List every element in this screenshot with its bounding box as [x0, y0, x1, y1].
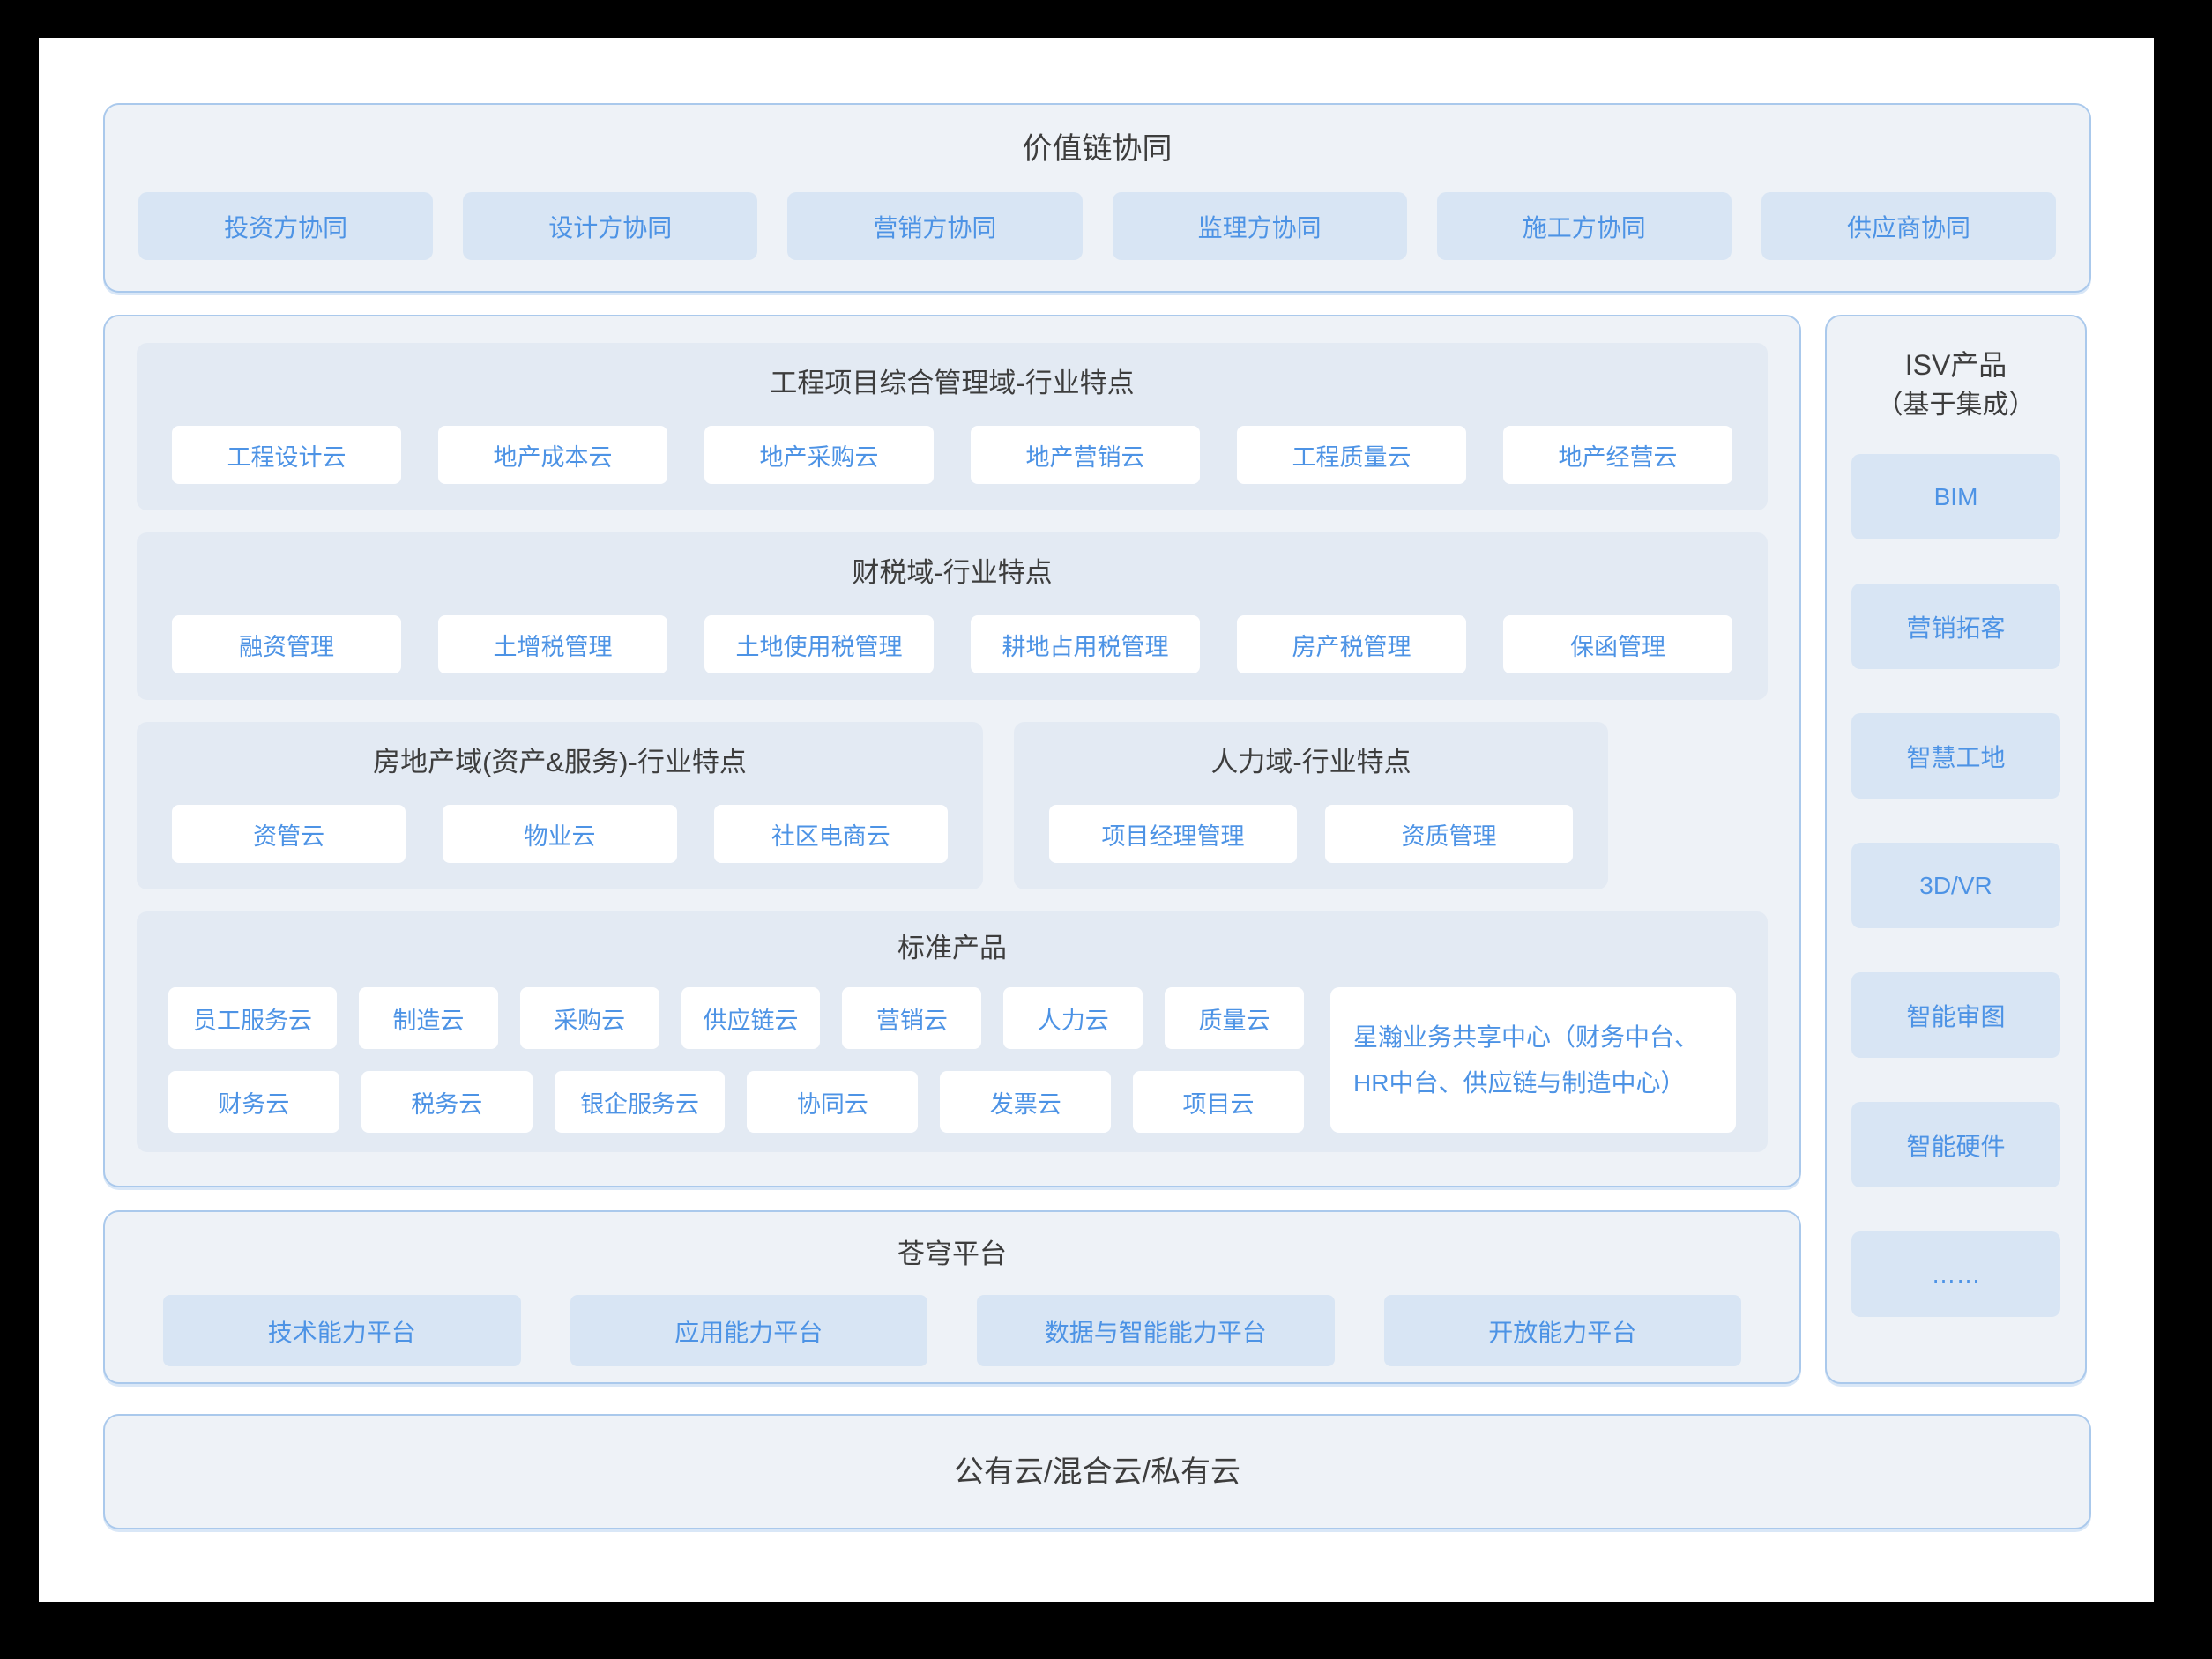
domain-item: 项目经理管理	[1049, 805, 1297, 863]
value-chain-item-marketing: 营销方协同	[787, 192, 1083, 260]
isv-item-3d-vr: 3D/VR	[1851, 843, 2060, 928]
domain-item: 地产采购云	[704, 426, 934, 484]
cloud-deployment-bar: 公有云/混合云/私有云	[103, 1414, 2091, 1529]
platform-panel: 苍穹平台 技术能力平台 应用能力平台 数据与智能能力平台 开放能力平台	[103, 1210, 1801, 1384]
hr-domain-panel: 人力域-行业特点 项目经理管理 资质管理	[1014, 722, 1608, 889]
domain-item: 工程设计云	[172, 426, 401, 484]
finance-tax-domain-panel: 财税域-行业特点 融资管理 土增税管理 土地使用税管理 耕地占用税管理 房产税管…	[137, 532, 1768, 700]
project-domain-panel: 工程项目综合管理域-行业特点 工程设计云 地产成本云 地产采购云 地产营销云 工…	[137, 343, 1768, 510]
product-item: 税务云	[361, 1071, 533, 1133]
domain-item: 工程质量云	[1237, 426, 1466, 484]
project-domain-title: 工程项目综合管理域-行业特点	[770, 368, 1135, 398]
value-chain-item-designer: 设计方协同	[463, 192, 758, 260]
real-estate-domain-title: 房地产域(资产&服务)-行业特点	[373, 747, 747, 777]
platform-item-data-ai: 数据与智能能力平台	[977, 1295, 1335, 1366]
domain-item: 房产税管理	[1237, 615, 1466, 673]
value-chain-item-supplier: 供应商协同	[1761, 192, 2057, 260]
architecture-diagram: 价值链协同 投资方协同 设计方协同 营销方协同 监理方协同 施工方协同 供应商协…	[103, 103, 2091, 1529]
isv-item-smart-review: 智能审图	[1851, 972, 2060, 1058]
real-estate-domain-panel: 房地产域(资产&服务)-行业特点 资管云 物业云 社区电商云	[137, 722, 983, 889]
domain-item: 土增税管理	[438, 615, 667, 673]
platform-item-tech: 技术能力平台	[163, 1295, 521, 1366]
isv-item-smart-hardware: 智能硬件	[1851, 1102, 2060, 1187]
finance-tax-domain-title: 财税域-行业特点	[852, 557, 1053, 588]
hr-domain-items: 项目经理管理 资质管理	[1049, 805, 1573, 863]
standard-products-grid: 员工服务云 制造云 采购云 供应链云 营销云 人力云 质量云 财务云	[168, 987, 1304, 1133]
value-chain-title: 价值链协同	[1022, 132, 1173, 166]
left-column: 工程项目综合管理域-行业特点 工程设计云 地产成本云 地产采购云 地产营销云 工…	[103, 315, 1801, 1384]
hr-domain-title: 人力域-行业特点	[1210, 747, 1411, 777]
finance-tax-domain-items: 融资管理 土增税管理 土地使用税管理 耕地占用税管理 房产税管理 保函管理	[172, 615, 1732, 673]
standard-products-row2: 财务云 税务云 银企服务云 协同云 发票云 项目云	[168, 1071, 1304, 1133]
domain-item: 地产成本云	[438, 426, 667, 484]
product-item: 供应链云	[681, 987, 821, 1049]
isv-products-panel: ISV产品 （基于集成） BIM 营销拓客 智慧工地 3D/VR 智能审图 智能…	[1825, 315, 2087, 1384]
value-chain-items: 投资方协同 设计方协同 营销方协同 监理方协同 施工方协同 供应商协同	[105, 192, 2089, 260]
industry-domains-panel: 工程项目综合管理域-行业特点 工程设计云 地产成本云 地产采购云 地产营销云 工…	[103, 315, 1801, 1187]
domain-item: 物业云	[443, 805, 677, 863]
isv-title-line2: （基于集成）	[1876, 391, 2036, 420]
product-item: 项目云	[1133, 1071, 1304, 1133]
domain-item: 地产经营云	[1503, 426, 1732, 484]
value-chain-panel: 价值链协同 投资方协同 设计方协同 营销方协同 监理方协同 施工方协同 供应商协…	[103, 103, 2091, 293]
domain-item: 社区电商云	[713, 805, 948, 863]
split-domains-row: 房地产域(资产&服务)-行业特点 资管云 物业云 社区电商云 人力域-行业特点 …	[137, 722, 1768, 889]
value-chain-item-investor: 投资方协同	[138, 192, 434, 260]
domain-item: 保函管理	[1503, 615, 1732, 673]
standard-products-title: 标准产品	[897, 933, 1007, 963]
project-domain-items: 工程设计云 地产成本云 地产采购云 地产营销云 工程质量云 地产经营云	[172, 426, 1732, 484]
domain-item: 耕地占用税管理	[971, 615, 1200, 673]
cloud-deployment-title: 公有云/混合云/私有云	[954, 1454, 1240, 1489]
product-item: 银企服务云	[554, 1071, 726, 1133]
isv-item-more: ……	[1851, 1231, 2060, 1317]
product-item: 制造云	[358, 987, 498, 1049]
domain-item: 融资管理	[172, 615, 401, 673]
middle-region: 工程项目综合管理域-行业特点 工程设计云 地产成本云 地产采购云 地产营销云 工…	[103, 315, 2091, 1384]
domain-item: 资管云	[172, 805, 406, 863]
standard-products-panel: 标准产品 员工服务云 制造云 采购云 供应链云 营销云 人力云	[137, 911, 1768, 1152]
product-item: 人力云	[1003, 987, 1143, 1049]
domain-item: 地产营销云	[971, 426, 1200, 484]
platform-item-open: 开放能力平台	[1383, 1295, 1741, 1366]
slide-page: 价值链协同 投资方协同 设计方协同 营销方协同 监理方协同 施工方协同 供应商协…	[39, 38, 2154, 1602]
product-item: 协同云	[747, 1071, 919, 1133]
product-item: 采购云	[519, 987, 659, 1049]
domain-item: 土地使用税管理	[704, 615, 934, 673]
isv-item-marketing: 营销拓客	[1851, 584, 2060, 669]
isv-title: ISV产品 （基于集成）	[1851, 345, 2060, 426]
product-item: 营销云	[842, 987, 982, 1049]
isv-title-line1: ISV产品	[1904, 349, 2007, 381]
isv-items: BIM 营销拓客 智慧工地 3D/VR 智能审图 智能硬件 ……	[1851, 454, 2060, 1317]
product-item: 质量云	[1165, 987, 1304, 1049]
value-chain-item-supervisor: 监理方协同	[1112, 192, 1407, 260]
standard-products-row1: 员工服务云 制造云 采购云 供应链云 营销云 人力云 质量云	[168, 987, 1304, 1049]
isv-item-smart-site: 智慧工地	[1851, 713, 2060, 799]
platform-items: 技术能力平台 应用能力平台 数据与智能能力平台 开放能力平台	[105, 1295, 1799, 1366]
domain-item: 资质管理	[1325, 805, 1573, 863]
value-chain-item-constructor: 施工方协同	[1436, 192, 1732, 260]
shared-service-center-box: 星瀚业务共享中心（财务中台、HR中台、供应链与制造中心）	[1330, 987, 1736, 1133]
platform-item-app: 应用能力平台	[570, 1295, 927, 1366]
product-item: 财务云	[168, 1071, 339, 1133]
product-item: 员工服务云	[168, 987, 337, 1049]
isv-item-bim: BIM	[1851, 454, 2060, 539]
standard-products-content: 员工服务云 制造云 采购云 供应链云 营销云 人力云 质量云 财务云	[168, 987, 1736, 1133]
real-estate-domain-items: 资管云 物业云 社区电商云	[172, 805, 948, 863]
platform-title: 苍穹平台	[897, 1239, 1007, 1269]
product-item: 发票云	[940, 1071, 1112, 1133]
